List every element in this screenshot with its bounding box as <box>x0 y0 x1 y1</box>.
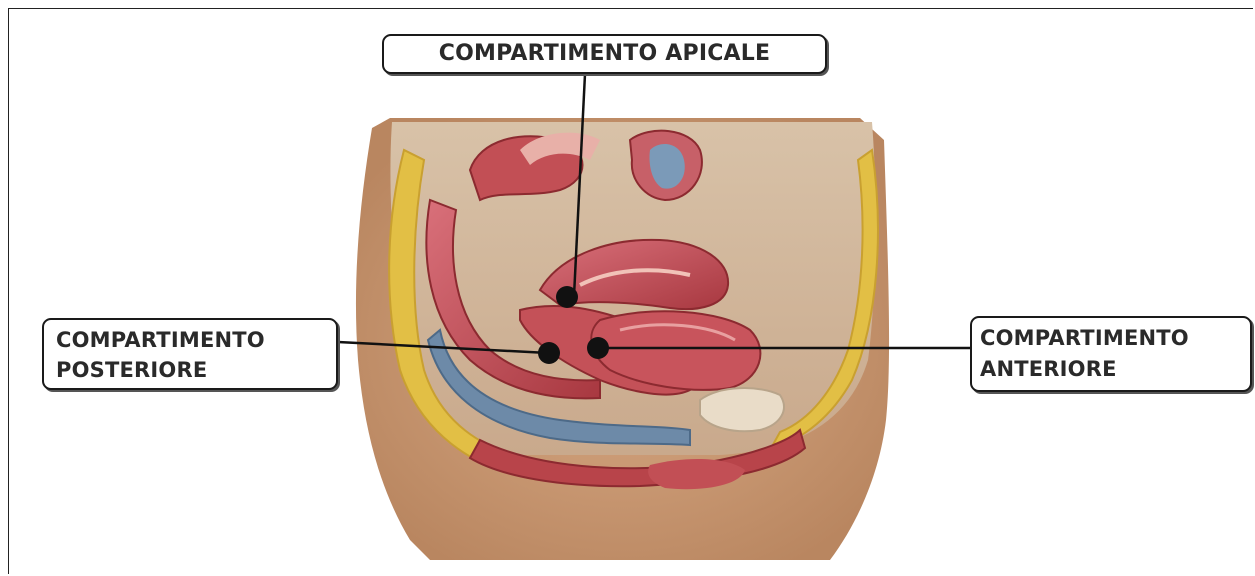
pubic-bone <box>700 388 784 431</box>
label-compartimento-anteriore: COMPARTIMENTO ANTERIORE <box>970 316 1252 392</box>
label-anteriore-line2: ANTERIORE <box>980 354 1250 385</box>
label-compartimento-apicale: COMPARTIMENTO APICALE <box>382 34 827 74</box>
label-posteriore-line1: COMPARTIMENTO <box>56 325 336 355</box>
marker-apicale <box>556 286 578 308</box>
label-compartimento-posteriore: COMPARTIMENTO POSTERIORE <box>42 318 338 390</box>
label-posteriore-line2: POSTERIORE <box>56 355 336 385</box>
marker-anteriore <box>587 337 609 359</box>
marker-posteriore <box>538 342 560 364</box>
label-apicale-text: COMPARTIMENTO APICALE <box>384 36 825 72</box>
label-anteriore-line1: COMPARTIMENTO <box>980 323 1250 354</box>
